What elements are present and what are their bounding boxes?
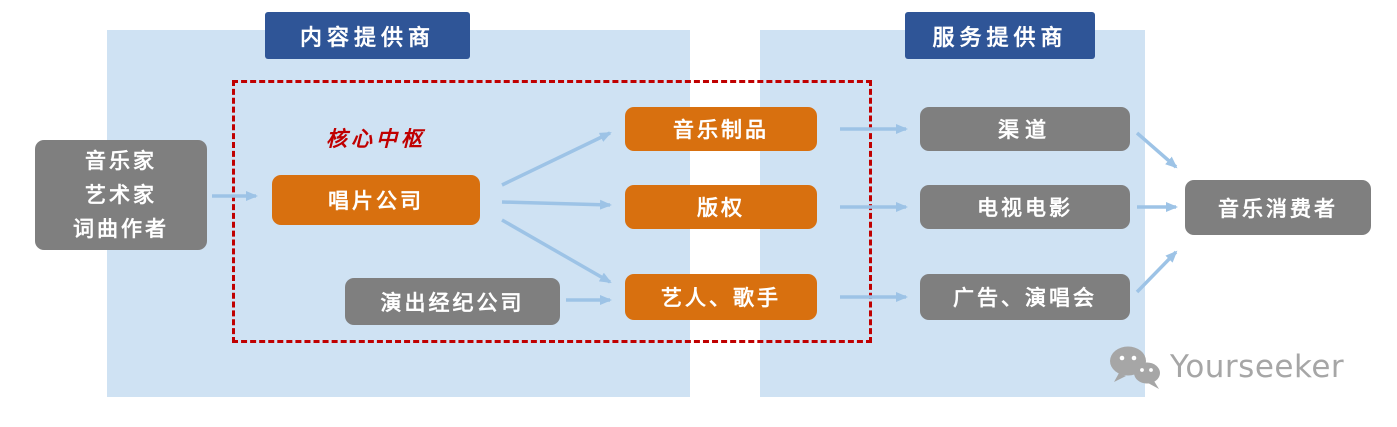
tv-film-label: 电视电影 xyxy=(977,196,1073,220)
channel-label: 渠道 xyxy=(998,118,1052,142)
copyright-label: 版权 xyxy=(697,196,745,220)
watermark-brand: Yourseeker xyxy=(1170,349,1345,385)
content-provider-label: 内容提供商 xyxy=(299,25,435,51)
content-provider-header: 内容提供商 xyxy=(265,12,470,59)
wechat-icon xyxy=(1110,346,1160,389)
creators-line-3: 词曲作者 xyxy=(73,217,169,241)
node-creators: 音乐家 艺术家 词曲作者 xyxy=(35,140,207,250)
artists-singers-label: 艺人、歌手 xyxy=(661,286,781,310)
creators-line-1: 音乐家 xyxy=(85,149,157,173)
music-products-label: 音乐制品 xyxy=(673,118,769,142)
node-tv-film: 电视电影 xyxy=(920,185,1130,229)
service-provider-header: 服务提供商 xyxy=(905,12,1095,59)
node-ads-concerts: 广告、演唱会 xyxy=(920,274,1130,320)
record-company-label: 唱片公司 xyxy=(328,189,424,213)
node-channel: 渠道 xyxy=(920,107,1130,151)
core-hub-outline xyxy=(232,80,872,343)
watermark: Yourseeker xyxy=(1108,344,1344,390)
node-performance-agency: 演出经纪公司 xyxy=(345,278,560,325)
ads-concerts-label: 广告、演唱会 xyxy=(953,286,1097,310)
core-hub-caption: 核心中枢 xyxy=(326,127,426,151)
performance-agency-label: 演出经纪公司 xyxy=(380,290,525,315)
node-copyright: 版权 xyxy=(625,185,817,229)
node-music-products: 音乐制品 xyxy=(625,107,817,151)
service-provider-label: 服务提供商 xyxy=(932,25,1068,51)
node-music-consumers: 音乐消费者 xyxy=(1185,180,1371,235)
creators-line-2: 艺术家 xyxy=(85,183,157,207)
music-consumers-label: 音乐消费者 xyxy=(1218,196,1338,221)
node-record-company: 唱片公司 xyxy=(272,175,480,225)
node-artists-singers: 艺人、歌手 xyxy=(625,274,817,320)
